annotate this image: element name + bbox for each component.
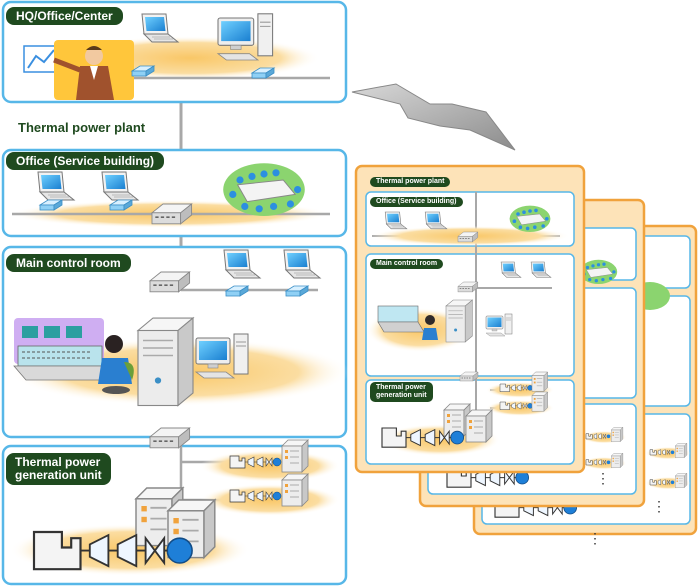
lightning-link-icon (351, 83, 516, 151)
label-main-control-room: Main control room (6, 254, 131, 272)
stack-label-office: Office (Service building) (370, 197, 463, 207)
ellipsis-3: ⋮ (588, 530, 602, 546)
meeting-table-icon (222, 162, 306, 217)
server-tower-icon (137, 317, 194, 407)
operator-console-icon (377, 305, 438, 340)
plant-stack (354, 164, 698, 536)
label-office: Office (Service building) (6, 152, 165, 170)
stack-label-main-control-room: Main control room (370, 259, 444, 269)
stack-label-generation-unit-line2: generation unit (376, 392, 427, 399)
stack-label-generation-unit-line1: Thermal power (376, 384, 426, 391)
label-hq: HQ/Office/Center (6, 7, 123, 25)
label-generation-unit-line2: generation unit (15, 468, 102, 482)
stack-label-generation-unit: Thermal power generation unit (370, 382, 433, 402)
ellipsis-2: ⋮ (652, 498, 666, 514)
presenter-icon (23, 40, 134, 100)
operator-console-icon (13, 318, 134, 394)
stack-label-thermal-power-plant: Thermal power plant (370, 177, 451, 187)
label-thermal-power-plant: Thermal power plant (18, 120, 146, 135)
label-generation-unit-line1: Thermal power (15, 455, 101, 469)
label-generation-unit: Thermal power generation unit (6, 453, 111, 485)
ellipsis-1: ⋮ (596, 470, 610, 486)
